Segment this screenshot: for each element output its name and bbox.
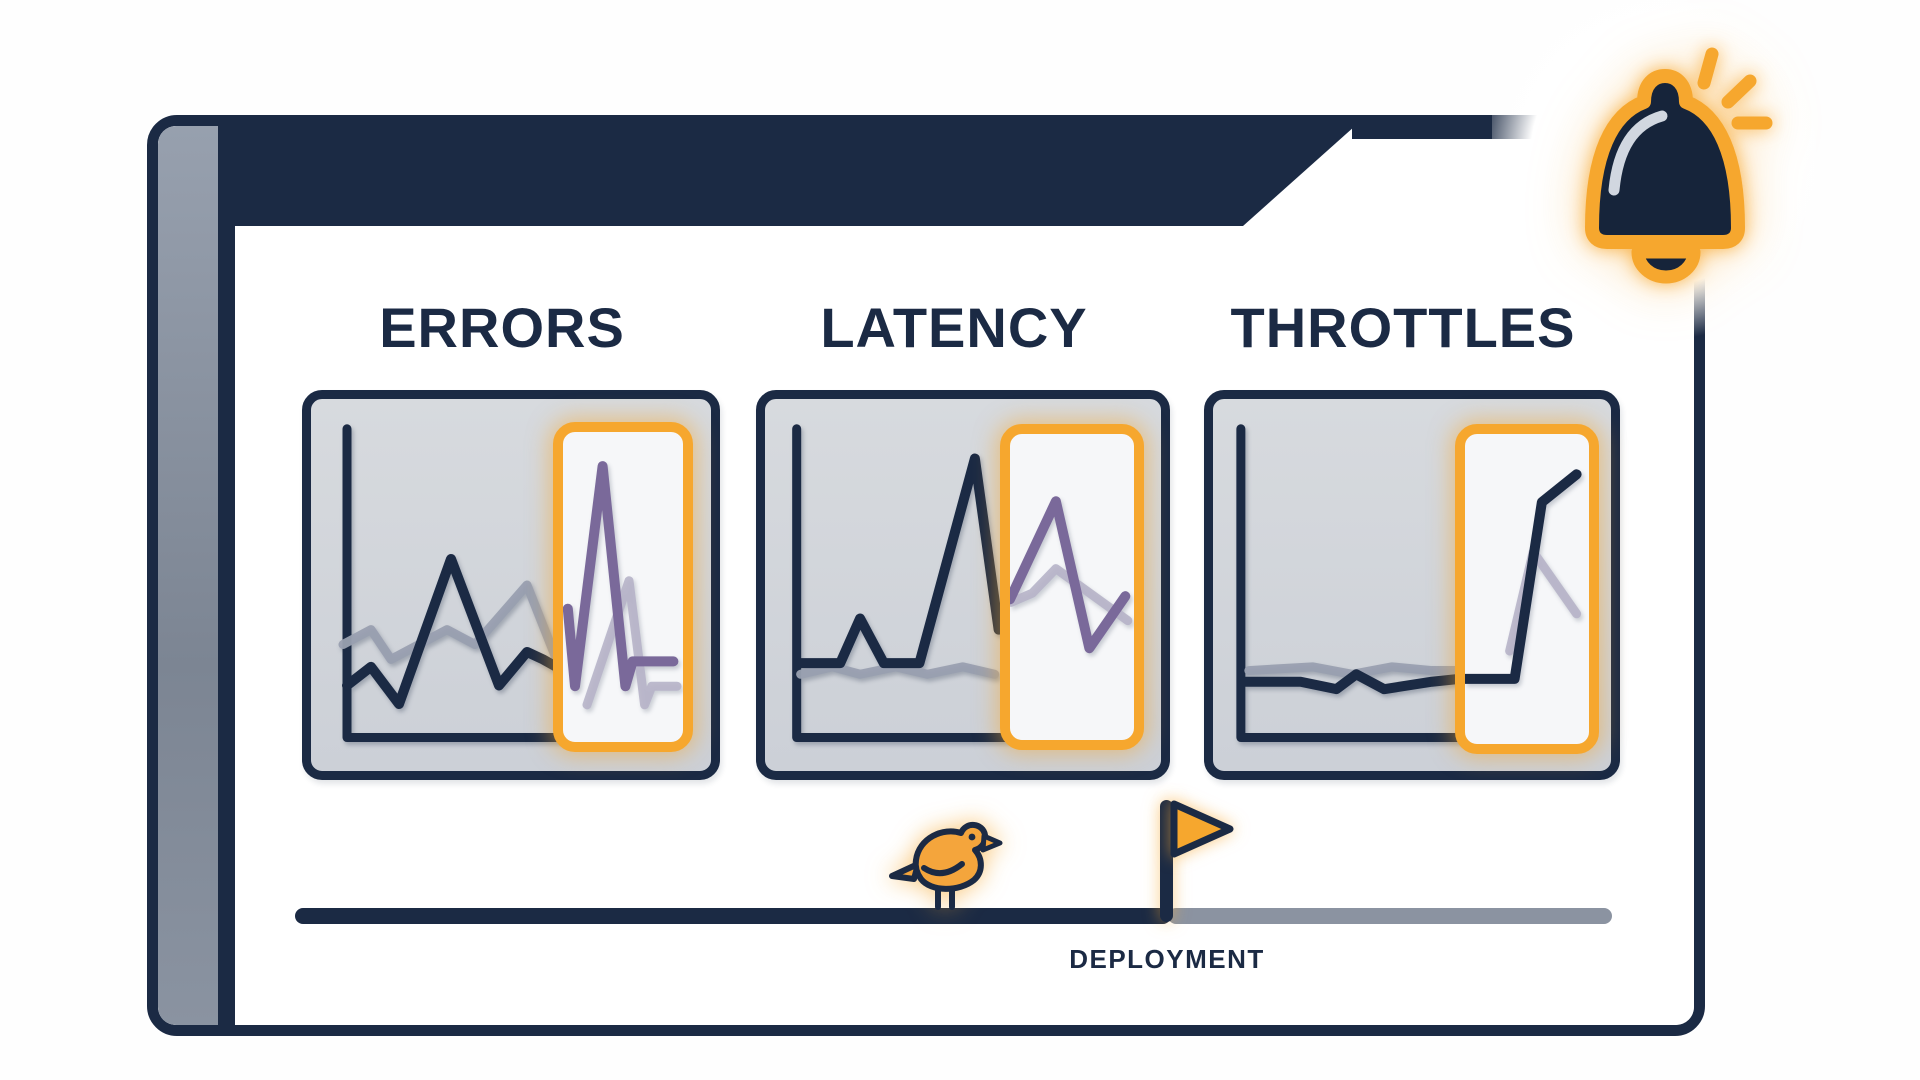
throttles-chart	[1213, 399, 1611, 771]
title-bar-line	[1352, 126, 1538, 139]
timeline-before-deployment	[295, 908, 1171, 924]
sidebar-strip	[158, 126, 218, 1025]
errors-anomaly-spike	[563, 432, 683, 742]
latency-anomaly-spike	[1010, 434, 1134, 740]
canary-bird-icon	[889, 822, 1003, 910]
throttles-anomaly-spike	[1465, 434, 1589, 744]
deployment-label: DEPLOYMENT	[1069, 944, 1265, 974]
latency-title: LATENCY	[820, 296, 1088, 359]
errors-chart	[311, 399, 711, 771]
alarm-bell-icon	[1585, 47, 1773, 284]
errors-chart-panel	[302, 390, 720, 780]
throttles-anomaly-highlight-box	[1455, 424, 1599, 754]
errors-anomaly-highlight-box	[553, 422, 693, 752]
timeline-after-deployment	[1168, 908, 1612, 924]
title-bar	[235, 126, 1355, 226]
latency-anomaly-highlight-box	[1000, 424, 1144, 750]
latency-chart-panel	[756, 390, 1170, 780]
latency-chart	[765, 399, 1161, 771]
deployment-flag-icon	[1170, 800, 1234, 858]
deployment-flag-pole	[1160, 800, 1173, 922]
sidebar-divider	[218, 126, 235, 1025]
throttles-chart-panel	[1204, 390, 1620, 780]
errors-title: ERRORS	[379, 296, 625, 359]
